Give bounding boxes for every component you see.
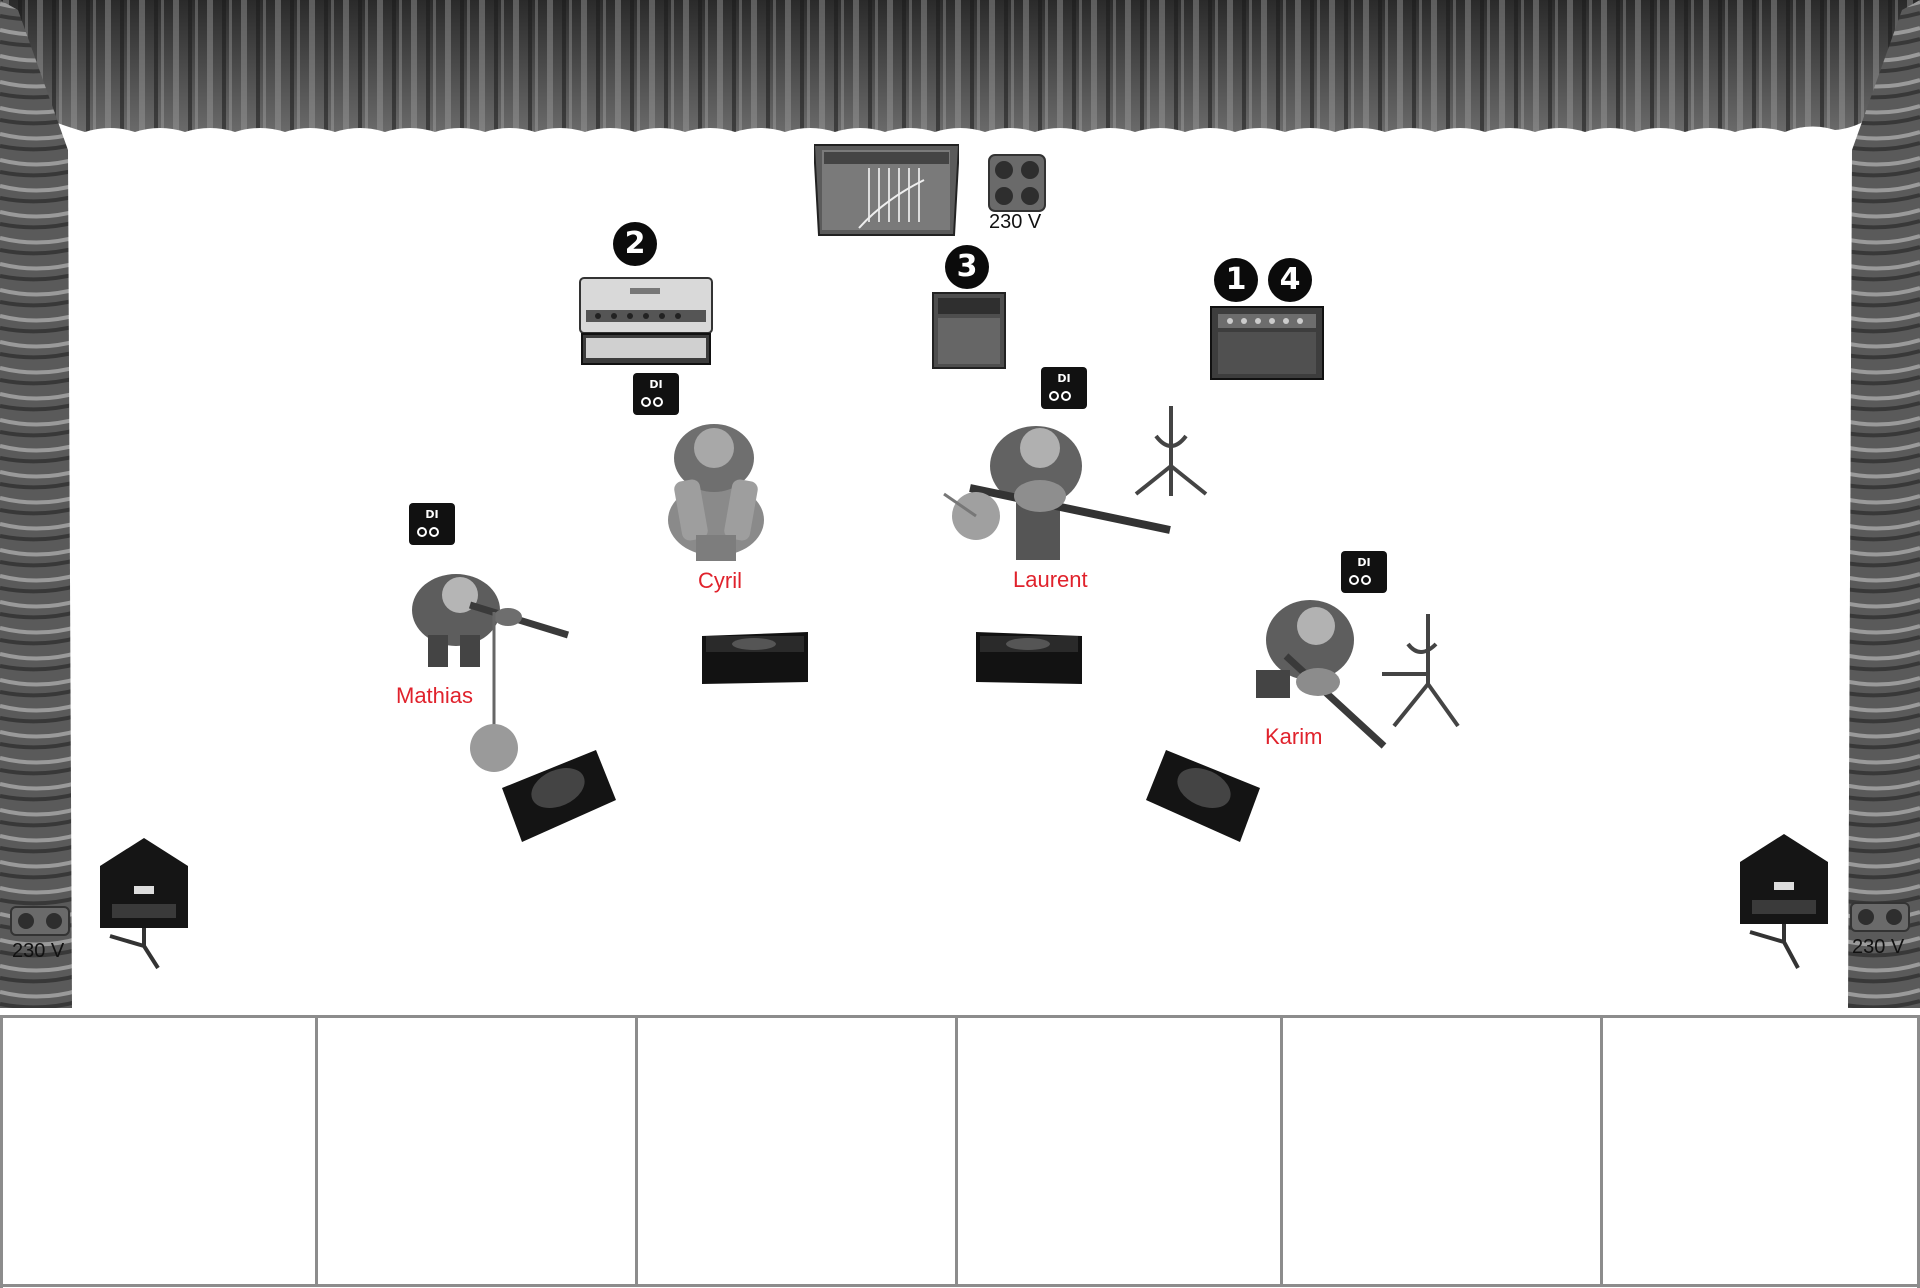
keyboard-amp-combo <box>1210 306 1325 381</box>
guitar-stand-karim <box>1380 614 1460 730</box>
power-outlet-top <box>988 154 1046 212</box>
equipment-number-3: 3 <box>945 245 989 289</box>
monitor-wedge-front-left <box>500 748 618 844</box>
equipment-number-2: 2 <box>613 222 657 266</box>
equipment-number-1: 1 <box>1214 258 1258 302</box>
pa-speaker-left <box>96 836 192 970</box>
musician-name-cyril: Cyril <box>698 568 742 594</box>
guitar-amp-head <box>578 276 714 368</box>
musician-name-laurent: Laurent <box>1013 567 1088 593</box>
monitor-wedge-center-left <box>700 630 810 686</box>
musician-name-karim: Karim <box>1265 724 1322 750</box>
mixer-console <box>814 140 959 242</box>
svg-text:DI: DI <box>425 508 438 521</box>
musician-figure-cyril <box>656 410 776 565</box>
power-outlet-top-label: 230 V <box>989 211 1041 234</box>
grid-divider-3 <box>955 1017 958 1285</box>
power-outlet-right-label: 230 V <box>1852 936 1904 959</box>
musician-name-mathias: Mathias <box>396 683 473 709</box>
di-box-mathias: DI <box>408 502 456 546</box>
pa-speaker-right <box>1736 832 1832 972</box>
power-outlet-left <box>10 906 70 936</box>
grid-border-left <box>0 1015 3 1288</box>
grid-divider-5 <box>1600 1017 1603 1285</box>
right-curtain <box>1840 0 1920 1010</box>
di-box-laurent: DI <box>1040 366 1088 410</box>
grid-divider-4 <box>1280 1017 1283 1285</box>
equipment-number-4: 4 <box>1268 258 1312 302</box>
grid-divider-2 <box>635 1017 638 1285</box>
power-outlet-left-label: 230 V <box>12 940 64 963</box>
guitar-stand-laurent <box>1126 406 1216 498</box>
top-curtain <box>0 0 1920 140</box>
bass-amp-combo <box>932 292 1007 370</box>
grid-divider-1 <box>315 1017 318 1285</box>
svg-text:DI: DI <box>649 378 662 391</box>
stage-front-line <box>0 1015 1920 1018</box>
monitor-wedge-center-right <box>974 630 1084 686</box>
monitor-wedge-front-right <box>1144 748 1262 844</box>
grid-border-bottom <box>0 1284 1920 1287</box>
svg-text:DI: DI <box>1357 556 1370 569</box>
svg-text:DI: DI <box>1057 372 1070 385</box>
power-outlet-right <box>1850 902 1910 932</box>
left-curtain <box>0 0 80 1010</box>
